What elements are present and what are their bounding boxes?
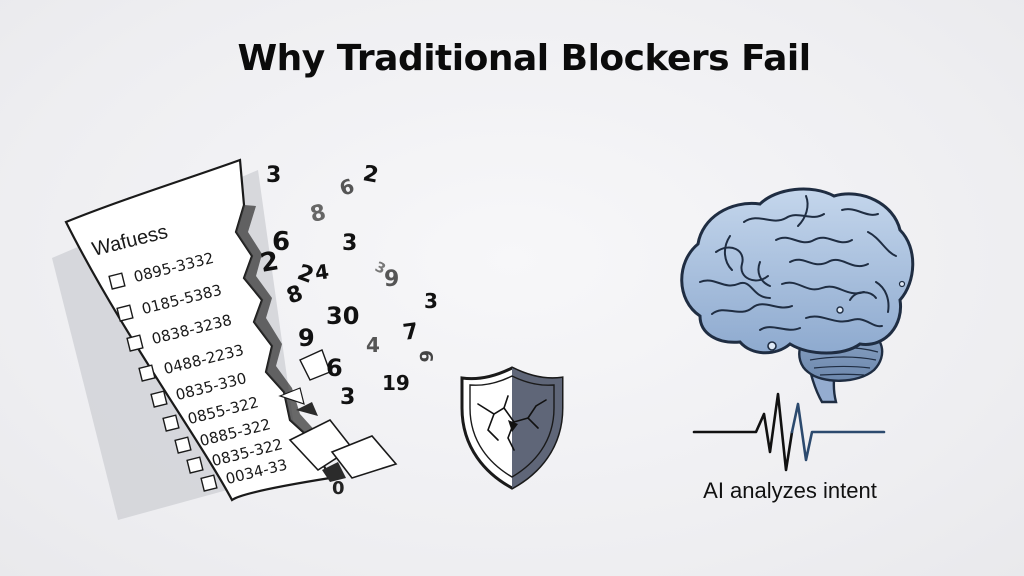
flying-digit: 8 xyxy=(308,200,328,228)
checkbox[interactable] xyxy=(138,364,156,382)
flying-digit: 3 xyxy=(340,385,355,410)
flying-digit: 2 xyxy=(258,246,281,279)
checkbox[interactable] xyxy=(108,272,126,290)
scattered-digits: 3 2 8 9 3 6 2 2 4 8 9 3 30 9 7 6 4 6 19 … xyxy=(258,161,438,499)
flying-digit: 3 xyxy=(266,163,281,188)
brain-icon xyxy=(680,187,915,404)
caption: AI analyzes intent xyxy=(703,478,877,503)
checkbox[interactable] xyxy=(126,334,144,352)
checkbox[interactable] xyxy=(174,436,192,454)
cracked-shield-icon xyxy=(460,366,564,490)
flying-digit: 6 xyxy=(272,227,290,257)
checkbox[interactable] xyxy=(186,456,204,474)
flying-digit: 30 xyxy=(326,302,359,330)
paper-sheet xyxy=(64,158,332,502)
flying-digit: 0 xyxy=(332,478,345,499)
heartbeat-line-icon xyxy=(692,392,886,472)
neuron-dot xyxy=(767,341,777,351)
checkbox[interactable] xyxy=(116,304,134,322)
flying-digit: 3 xyxy=(342,231,357,256)
checkbox[interactable] xyxy=(150,390,168,408)
flying-digit: 3 xyxy=(424,289,438,313)
blocklist-document: Wafuess 0895-3332 0185-5383 0838-3238 04… xyxy=(52,158,398,520)
flying-digit: 9 xyxy=(336,173,357,200)
flying-digit: 19 xyxy=(382,371,410,395)
checkbox[interactable] xyxy=(200,474,218,492)
flying-digit: 9 xyxy=(298,324,315,352)
flying-digit: 4 xyxy=(313,259,330,285)
flying-digit: 9 xyxy=(384,267,399,292)
flying-digit: 7 xyxy=(401,319,420,346)
neuron-dot xyxy=(836,306,844,314)
torn-edge-shadow xyxy=(236,205,330,462)
page-title: Why Traditional Blockers Fail xyxy=(237,38,811,79)
flying-digit: 6 xyxy=(326,354,343,382)
flying-digit: 4 xyxy=(366,333,380,357)
checkbox[interactable] xyxy=(162,414,180,432)
flying-digit: 2 xyxy=(361,161,380,188)
flying-digit: 6 xyxy=(415,350,436,363)
neuron-dot xyxy=(898,280,906,288)
